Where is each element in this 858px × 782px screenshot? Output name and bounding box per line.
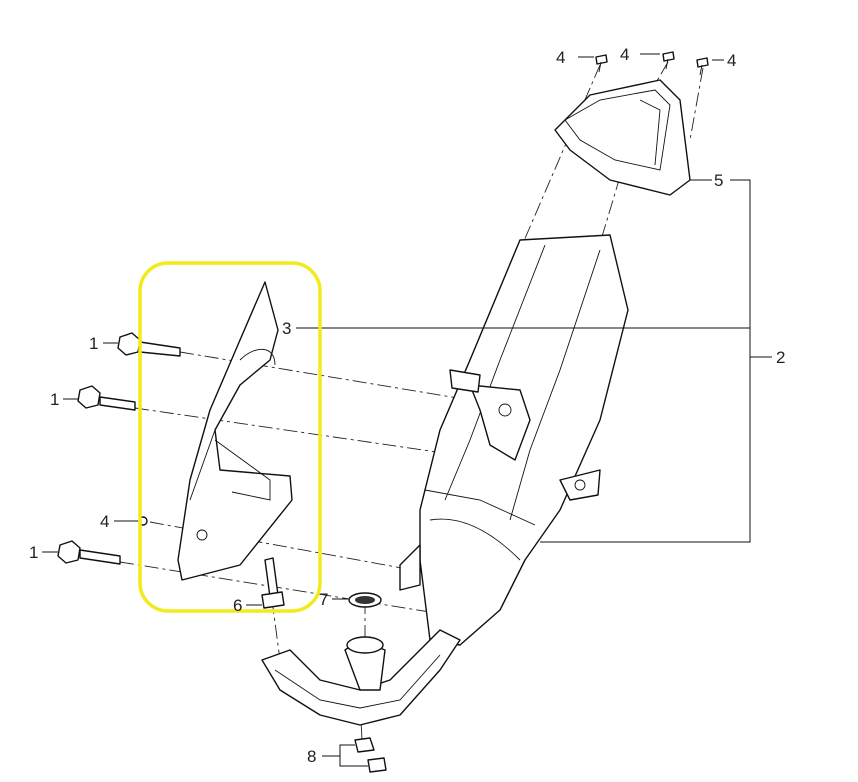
exhaust-pipe-part bbox=[261, 629, 461, 773]
callout-6: 6 bbox=[233, 596, 242, 615]
callout-3: 3 bbox=[282, 319, 291, 338]
end-cap-part bbox=[554, 79, 691, 196]
callout-4-top-mid: 4 bbox=[620, 45, 629, 64]
callout-4-shield: 4 bbox=[100, 512, 109, 531]
callout-4-top-left: 4 bbox=[556, 48, 565, 67]
top-bolts bbox=[595, 51, 709, 76]
leader-lines bbox=[42, 53, 772, 767]
callout-7: 7 bbox=[319, 590, 328, 609]
muffler-part bbox=[399, 234, 629, 646]
callout-5: 5 bbox=[714, 171, 723, 190]
callout-1-upper: 1 bbox=[89, 334, 98, 353]
stud-and-gasket bbox=[261, 557, 382, 609]
highlight-box bbox=[138, 261, 322, 613]
callout-2: 2 bbox=[776, 348, 785, 367]
callout-4-top-right: 4 bbox=[727, 51, 736, 70]
callout-8: 8 bbox=[307, 747, 316, 766]
callout-1-middle: 1 bbox=[50, 390, 59, 409]
callout-1-lower: 1 bbox=[29, 543, 38, 562]
side-bolts bbox=[57, 332, 181, 565]
heat-shield-part bbox=[177, 281, 293, 581]
